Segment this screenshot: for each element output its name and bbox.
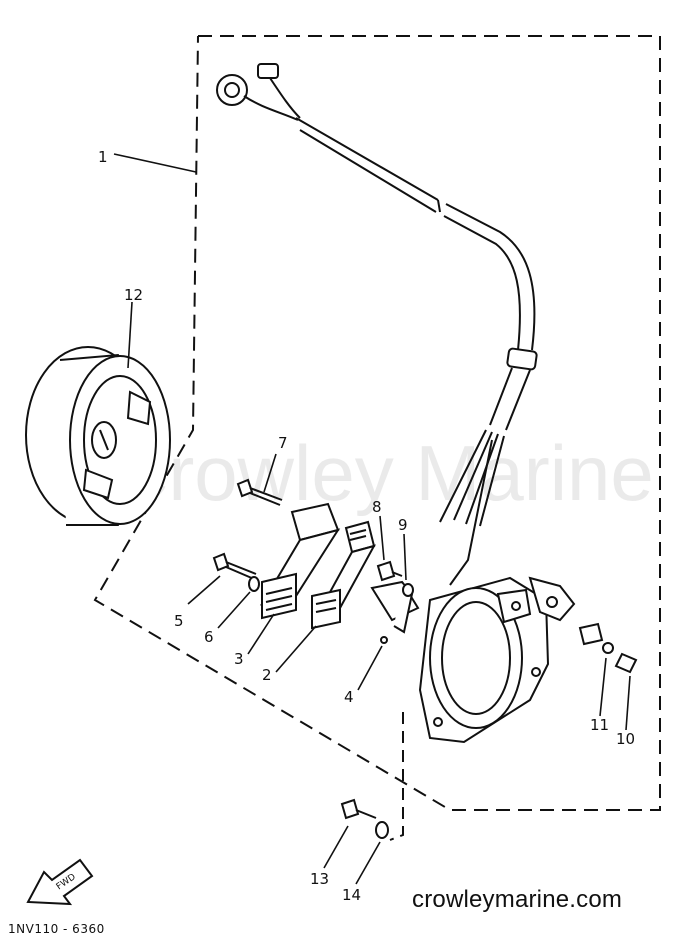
- screw-icon: [578, 622, 638, 674]
- callout-4: 4: [344, 688, 354, 706]
- washer-icon: [375, 821, 389, 839]
- bolt-icon: [340, 798, 377, 820]
- coil-icon: [259, 502, 341, 620]
- callout-5: 5: [174, 612, 184, 630]
- callout-7: 7: [278, 434, 288, 452]
- callout-3: 3: [234, 650, 244, 668]
- bolt-icon: [212, 552, 257, 580]
- callout-1: 1: [98, 148, 108, 166]
- stator-base-plate-icon: [418, 576, 576, 744]
- washer-icon: [248, 576, 260, 592]
- callout-6: 6: [204, 628, 214, 646]
- callout-8: 8: [372, 498, 382, 516]
- callout-14: 14: [342, 886, 361, 904]
- coil-icon: [311, 520, 377, 630]
- leader-lines: [113, 153, 631, 885]
- drawing-code: 1NV110 - 6360: [8, 922, 105, 936]
- bolt-icon: [236, 478, 283, 506]
- callout-12: 12: [124, 286, 143, 304]
- flywheel-icon: [25, 346, 171, 526]
- callout-13: 13: [310, 870, 329, 888]
- callout-10: 10: [616, 730, 635, 748]
- wire-harness-icon: [216, 63, 538, 586]
- assembly-outline: [93, 35, 661, 811]
- watermark-text: Crowley Marine: [112, 429, 654, 517]
- washer-icon: [402, 583, 414, 597]
- screw-icon: [376, 560, 403, 582]
- fwd-arrow-icon: FWD: [26, 858, 94, 906]
- footer-site-url: crowleymarine.com: [412, 886, 623, 913]
- callout-2: 2: [262, 666, 272, 684]
- callout-11: 11: [590, 716, 609, 734]
- callout-9: 9: [398, 516, 408, 534]
- base-outline-leg: [389, 712, 404, 841]
